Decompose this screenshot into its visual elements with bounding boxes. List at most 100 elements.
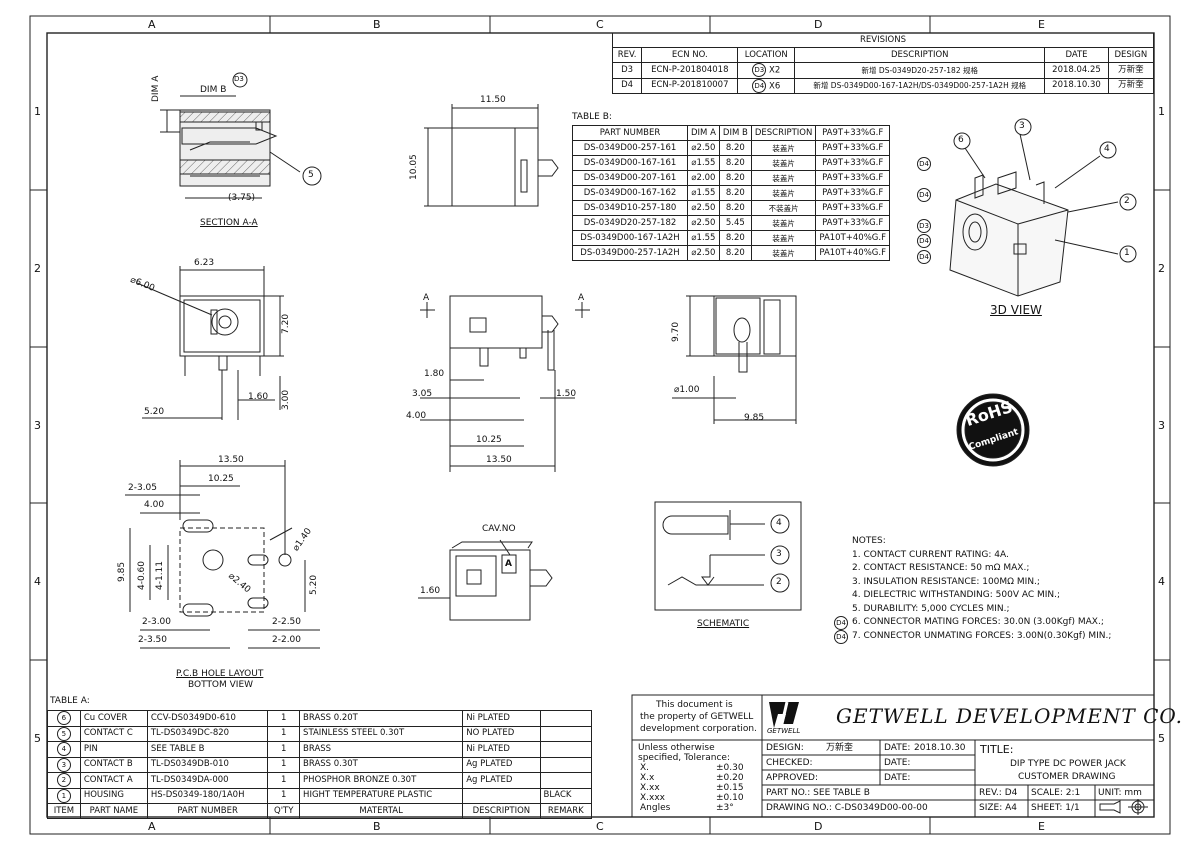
title-line-1: DIP TYPE DC POWER JACK — [1010, 759, 1126, 769]
zone-left-3: 3 — [34, 419, 41, 432]
item-number: 5 — [47, 725, 81, 742]
table-a-footer-name: PART NAME — [79, 803, 148, 819]
dim-180: 1.80 — [424, 369, 445, 379]
pcb-dim-1350: 13.50 — [218, 455, 244, 465]
dim-985: 9.85 — [744, 413, 765, 423]
dim-v160: 1.60 — [420, 586, 441, 596]
pcb-dim-520: 5.20 — [309, 574, 319, 595]
table-a-cell: 1 — [267, 725, 301, 742]
item-marker-icon: 3 — [56, 757, 71, 772]
pcb-dim-400: 4.00 — [144, 500, 165, 510]
date-cell: 2018.04.25 — [1044, 62, 1109, 79]
table-b-cell: PA9T+33%G.F — [815, 185, 890, 201]
table-b-cell: ⌀2.50 — [687, 245, 720, 261]
note-text: 6. CONNECTOR MATING FORCES: 30.0N (3.00K… — [852, 617, 1104, 627]
item-number: 3 — [47, 756, 81, 773]
pcb-label: P.C.B HOLE LAYOUT — [176, 669, 264, 679]
title-label: TITLE: — [980, 743, 1014, 756]
table-b-cell: 装盖片 — [750, 155, 817, 171]
note-text: 4. DIELECTRIC WITHSTANDING: 500V AC MIN.… — [852, 590, 1061, 600]
table-a-cell: CONTACT B — [79, 756, 148, 773]
pcb-dim-4060: 4-0.60 — [137, 560, 147, 590]
table-a-cell: 1 — [267, 772, 301, 789]
pcb-dim-2350: 2-3.50 — [138, 635, 168, 645]
unit-field: UNIT: mm — [1098, 788, 1142, 798]
table-a-cell — [539, 741, 593, 758]
pcb-dim-2305: 2-3.05 — [128, 483, 158, 493]
property-line-3: development corporation. — [640, 724, 757, 734]
zone-right-4: 4 — [1158, 575, 1165, 588]
zone-bottom-c: C — [596, 820, 604, 833]
rev-mark-icon: D3 — [917, 218, 931, 233]
note-text: 1. CONTACT CURRENT RATING: 4A. — [852, 549, 1009, 560]
revision-row: D4 ECN-P-201810007 D4 X6 新增 DS-0349D00-1… — [611, 77, 1155, 94]
date-cell: 2018.10.30 — [1044, 77, 1109, 94]
table-b-cell: DS-0349D00-167-1A2H — [572, 230, 688, 246]
schematic-pin-2: 2 — [776, 577, 782, 587]
title-block-lines — [631, 694, 1155, 818]
table-b-cell: DS-0349D10-257-180 — [572, 200, 688, 216]
description-cell: 新增 DS-0349D00-167-1A2H/DS-0349D00-257-1A… — [794, 77, 1046, 94]
outer-frame — [29, 15, 1171, 835]
table-a-cell: CONTACT A — [79, 772, 148, 789]
table-b-cell: PA9T+33%G.F — [815, 200, 890, 216]
table-b-cell: 装盖片 — [750, 140, 817, 156]
rev-mark-icon: D4 — [834, 616, 848, 630]
dim-1005: 10.05 — [409, 154, 419, 180]
dim-dia100: ⌀1.00 — [674, 385, 700, 395]
item-number: 4 — [47, 741, 81, 758]
table-a-cell: HOUSING — [79, 787, 148, 804]
zone-top-c: C — [596, 18, 604, 31]
callout-1: 1 — [1124, 248, 1130, 258]
pcb-dim-4111: 4-1.11 — [155, 560, 165, 590]
zone-top-e: E — [1038, 18, 1045, 31]
table-b-cell: 装盖片 — [750, 245, 817, 261]
property-line-2: the property of GETWELL — [640, 712, 754, 722]
table-b-cell: DS-0349D00-167-162 — [572, 185, 688, 201]
pcb-dim-2250: 2-2.50 — [272, 617, 302, 627]
zone-right-1: 1 — [1158, 105, 1165, 118]
table-b-cell: DS-0349D20-257-182 — [572, 215, 688, 231]
callout-3: 3 — [1019, 121, 1025, 131]
dim-623: 6.23 — [194, 258, 215, 268]
item-number: 1 — [47, 787, 81, 804]
table-a-cell: TL-DS0349DC-820 — [146, 725, 269, 742]
table-a-cell: NO PLATED — [462, 725, 541, 742]
table-b-cell: 8.20 — [718, 200, 752, 216]
cav-label: CAV.NO — [482, 524, 516, 534]
tolerance-value: ±0.30 — [716, 763, 744, 773]
table-b-cell: PA9T+33%G.F — [815, 140, 890, 156]
tolerance-value: ±0.15 — [716, 783, 744, 793]
rev-mark-icon: D3 — [752, 63, 767, 77]
location-cell: D3 X2 — [737, 62, 796, 79]
table-a-cell: Ag PLATED — [462, 756, 541, 773]
design-label: DESIGN: — [766, 743, 804, 753]
rev-field: REV.: D4 — [979, 788, 1018, 798]
rev-cell: D3 — [611, 62, 643, 79]
dim-1150: 11.50 — [480, 95, 506, 105]
tolerance-head-1: Unless otherwise — [638, 743, 715, 753]
zone-right-3: 3 — [1158, 419, 1165, 432]
dim-400: 4.00 — [406, 411, 427, 421]
design-date-value: 2018.10.30 — [914, 743, 966, 753]
rev-mark-icon: D4 — [752, 78, 767, 93]
table-b-cell: 不装盖片 — [750, 200, 817, 216]
table-a-cell — [462, 787, 541, 804]
zone-top-d: D — [814, 18, 823, 31]
dim-520: 5.20 — [144, 407, 165, 417]
dim-150: 1.50 — [556, 389, 577, 399]
table-b-cell: 8.20 — [718, 170, 752, 186]
table-a-cell: 1 — [267, 710, 301, 727]
dim-1350: 13.50 — [486, 455, 512, 465]
dim-b-label: DIM B — [200, 85, 227, 95]
table-a-title: TABLE A: — [50, 696, 90, 706]
table-a-cell: Cu COVER — [79, 710, 148, 727]
